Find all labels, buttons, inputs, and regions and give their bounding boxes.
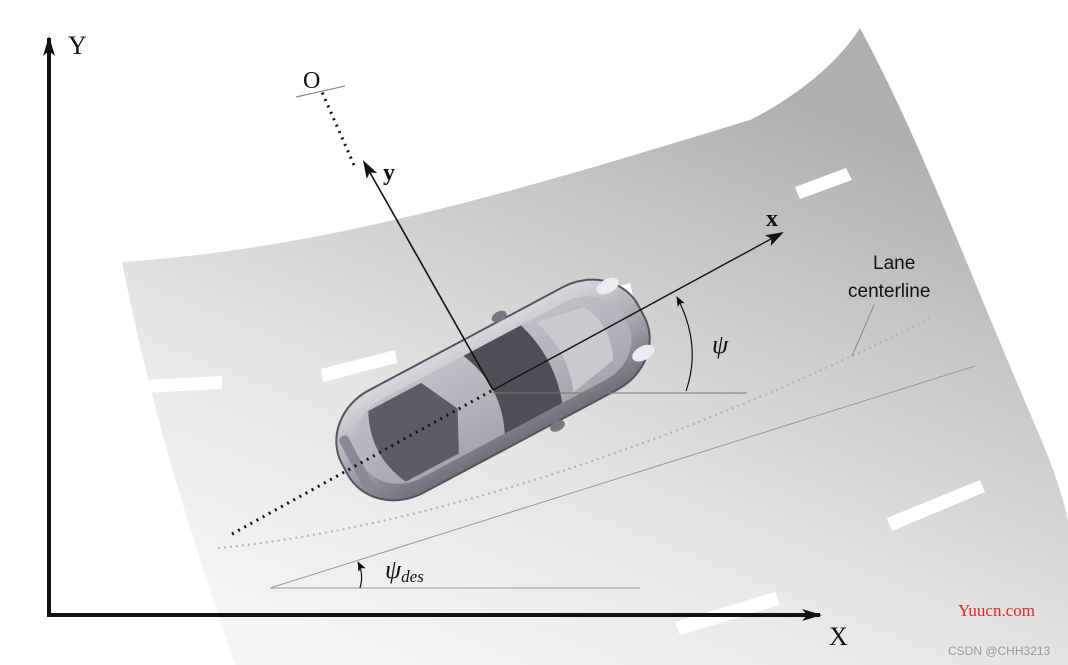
lane-centerline-label: Lane centerline: [848, 253, 930, 302]
body-y-label: y: [383, 160, 395, 186]
csdn-watermark: CSDN @CHH3213: [948, 644, 1051, 658]
psi-label: ψ: [712, 330, 729, 359]
global-x-label: X: [829, 622, 848, 651]
global-y-label: Y: [68, 31, 87, 60]
body-x-axis-dotted: [231, 388, 494, 536]
origin-label: O: [303, 68, 320, 94]
psi-des-angle-arc: [357, 561, 366, 589]
radius-to-origin-line: [320, 91, 356, 166]
body-x-axis: [492, 232, 784, 391]
origin-tick: [295, 85, 346, 98]
body-x-label: x: [766, 206, 778, 232]
site-watermark: Yuucn.com: [958, 601, 1035, 620]
body-y-axis: [363, 160, 494, 391]
lane-label-pointer: [851, 304, 875, 357]
tangent-line: [269, 365, 976, 589]
psi-des-label: ψdes: [385, 555, 424, 586]
psi-angle-arc: [676, 296, 693, 392]
